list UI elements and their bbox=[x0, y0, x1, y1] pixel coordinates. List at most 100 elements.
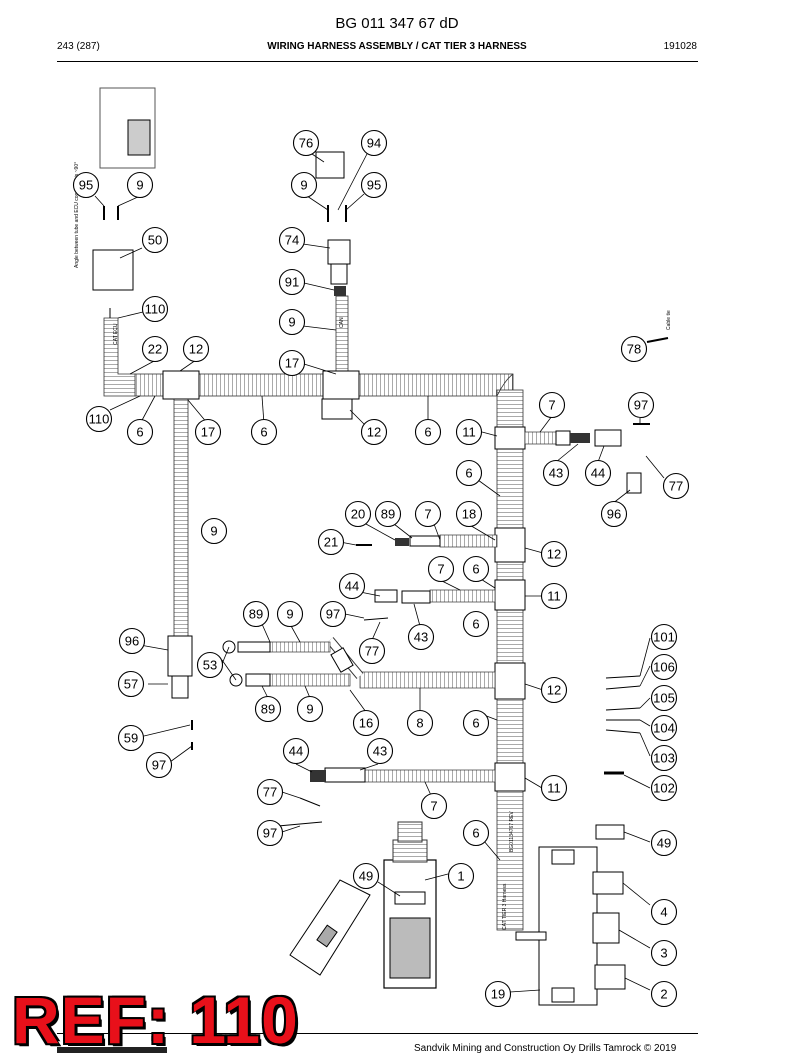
callout-97: 97 bbox=[145, 751, 173, 779]
callout-number: 106 bbox=[653, 660, 675, 675]
callout-43: 43 bbox=[366, 737, 394, 765]
callout-circle bbox=[540, 774, 568, 802]
callout-circle bbox=[484, 980, 512, 1008]
callout-circle bbox=[317, 528, 345, 556]
callout-9: 9 bbox=[278, 308, 306, 336]
callout-number: 9 bbox=[210, 524, 217, 539]
callout-74: 74 bbox=[278, 226, 306, 254]
callout-circle bbox=[360, 418, 388, 446]
callout-9: 9 bbox=[126, 171, 154, 199]
callout-number: 20 bbox=[351, 507, 365, 522]
callout-number: 6 bbox=[472, 562, 479, 577]
callout-12: 12 bbox=[182, 335, 210, 363]
callout-circle bbox=[319, 600, 347, 628]
callout-11: 11 bbox=[540, 774, 568, 802]
callout-number: 97 bbox=[152, 758, 166, 773]
callout-number: 6 bbox=[472, 617, 479, 632]
harness-name-label: CAT TIER 3 Harness bbox=[502, 883, 508, 930]
callout-number: 57 bbox=[124, 677, 138, 692]
callout-number: 91 bbox=[285, 275, 299, 290]
callout-number: 6 bbox=[472, 716, 479, 731]
callout-number: 11 bbox=[547, 589, 561, 604]
callout-number: 50 bbox=[148, 233, 162, 248]
callout-circle bbox=[650, 774, 678, 802]
callout-2: 2 bbox=[650, 980, 678, 1008]
callout-number: 7 bbox=[437, 562, 444, 577]
junction-can-lower bbox=[321, 398, 353, 420]
callout-circle bbox=[141, 295, 169, 323]
callout-number: 3 bbox=[660, 946, 667, 961]
callout-number: 43 bbox=[549, 466, 563, 481]
callout-17: 17 bbox=[194, 418, 222, 446]
callout-number: 102 bbox=[653, 781, 675, 796]
ref-stamp: REF: 110 bbox=[12, 983, 299, 1057]
callout-circle bbox=[117, 670, 145, 698]
callout-circle bbox=[414, 418, 442, 446]
revision-date: 191028 bbox=[663, 41, 697, 52]
callout-circle bbox=[118, 627, 146, 655]
callout-9: 9 bbox=[200, 517, 228, 545]
callout-95: 95 bbox=[360, 171, 388, 199]
callout-78: 78 bbox=[620, 335, 648, 363]
callout-19: 19 bbox=[484, 980, 512, 1008]
callout-number: 8 bbox=[416, 716, 423, 731]
callout-circle bbox=[338, 572, 366, 600]
callout-circle bbox=[447, 862, 475, 890]
junction-r1 bbox=[494, 426, 526, 450]
callout-6: 6 bbox=[462, 709, 490, 737]
callout-circle bbox=[462, 555, 490, 583]
callout-number: 9 bbox=[286, 607, 293, 622]
callout-number: 43 bbox=[414, 630, 428, 645]
callout-circle bbox=[126, 418, 154, 446]
callout-9: 9 bbox=[276, 600, 304, 628]
callout-number: 22 bbox=[148, 342, 162, 357]
callout-number: 96 bbox=[607, 507, 621, 522]
callout-97: 97 bbox=[627, 391, 655, 419]
callout-circle bbox=[196, 651, 224, 679]
callout-89: 89 bbox=[242, 600, 270, 628]
callout-number: 44 bbox=[345, 579, 359, 594]
callout-number: 96 bbox=[125, 634, 139, 649]
callout-number: 97 bbox=[326, 607, 340, 622]
callout-circle bbox=[141, 226, 169, 254]
callout-number: 53 bbox=[203, 658, 217, 673]
cat-ecu-label: CAT ECU bbox=[113, 323, 119, 345]
callout-circle bbox=[126, 171, 154, 199]
callout-6: 6 bbox=[462, 555, 490, 583]
callout-number: 6 bbox=[472, 826, 479, 841]
callout-89: 89 bbox=[374, 500, 402, 528]
callout-circle bbox=[650, 684, 678, 712]
callout-number: 16 bbox=[359, 716, 373, 731]
callout-circle bbox=[282, 737, 310, 765]
callout-circle bbox=[662, 472, 690, 500]
callout-circle bbox=[256, 778, 284, 806]
callout-number: 59 bbox=[124, 731, 138, 746]
callout-number: 12 bbox=[367, 425, 381, 440]
callout-number: 17 bbox=[201, 425, 215, 440]
callout-number: 6 bbox=[465, 466, 472, 481]
callout-95: 95 bbox=[72, 171, 100, 199]
can-branch-conduit bbox=[335, 295, 349, 375]
callout-50: 50 bbox=[141, 226, 169, 254]
callout-6: 6 bbox=[126, 418, 154, 446]
callout-number: 105 bbox=[653, 691, 675, 706]
callout-44: 44 bbox=[338, 572, 366, 600]
callout-89: 89 bbox=[254, 695, 282, 723]
angle-note: Angle between tube and ECU connector is … bbox=[74, 162, 80, 268]
callout-number: 1 bbox=[457, 869, 464, 884]
junction-r4 bbox=[494, 662, 526, 700]
callout-circle bbox=[242, 600, 270, 628]
callout-circle bbox=[344, 500, 372, 528]
callout-circle bbox=[455, 418, 483, 446]
callout-9: 9 bbox=[290, 171, 318, 199]
callout-circle bbox=[278, 349, 306, 377]
callout-110: 110 bbox=[85, 405, 113, 433]
callout-circle bbox=[420, 792, 448, 820]
callout-circle bbox=[650, 829, 678, 857]
callout-11: 11 bbox=[540, 582, 568, 610]
callout-102: 102 bbox=[650, 774, 678, 802]
callout-circle bbox=[462, 819, 490, 847]
callout-circle bbox=[358, 637, 386, 665]
callout-12: 12 bbox=[540, 540, 568, 568]
